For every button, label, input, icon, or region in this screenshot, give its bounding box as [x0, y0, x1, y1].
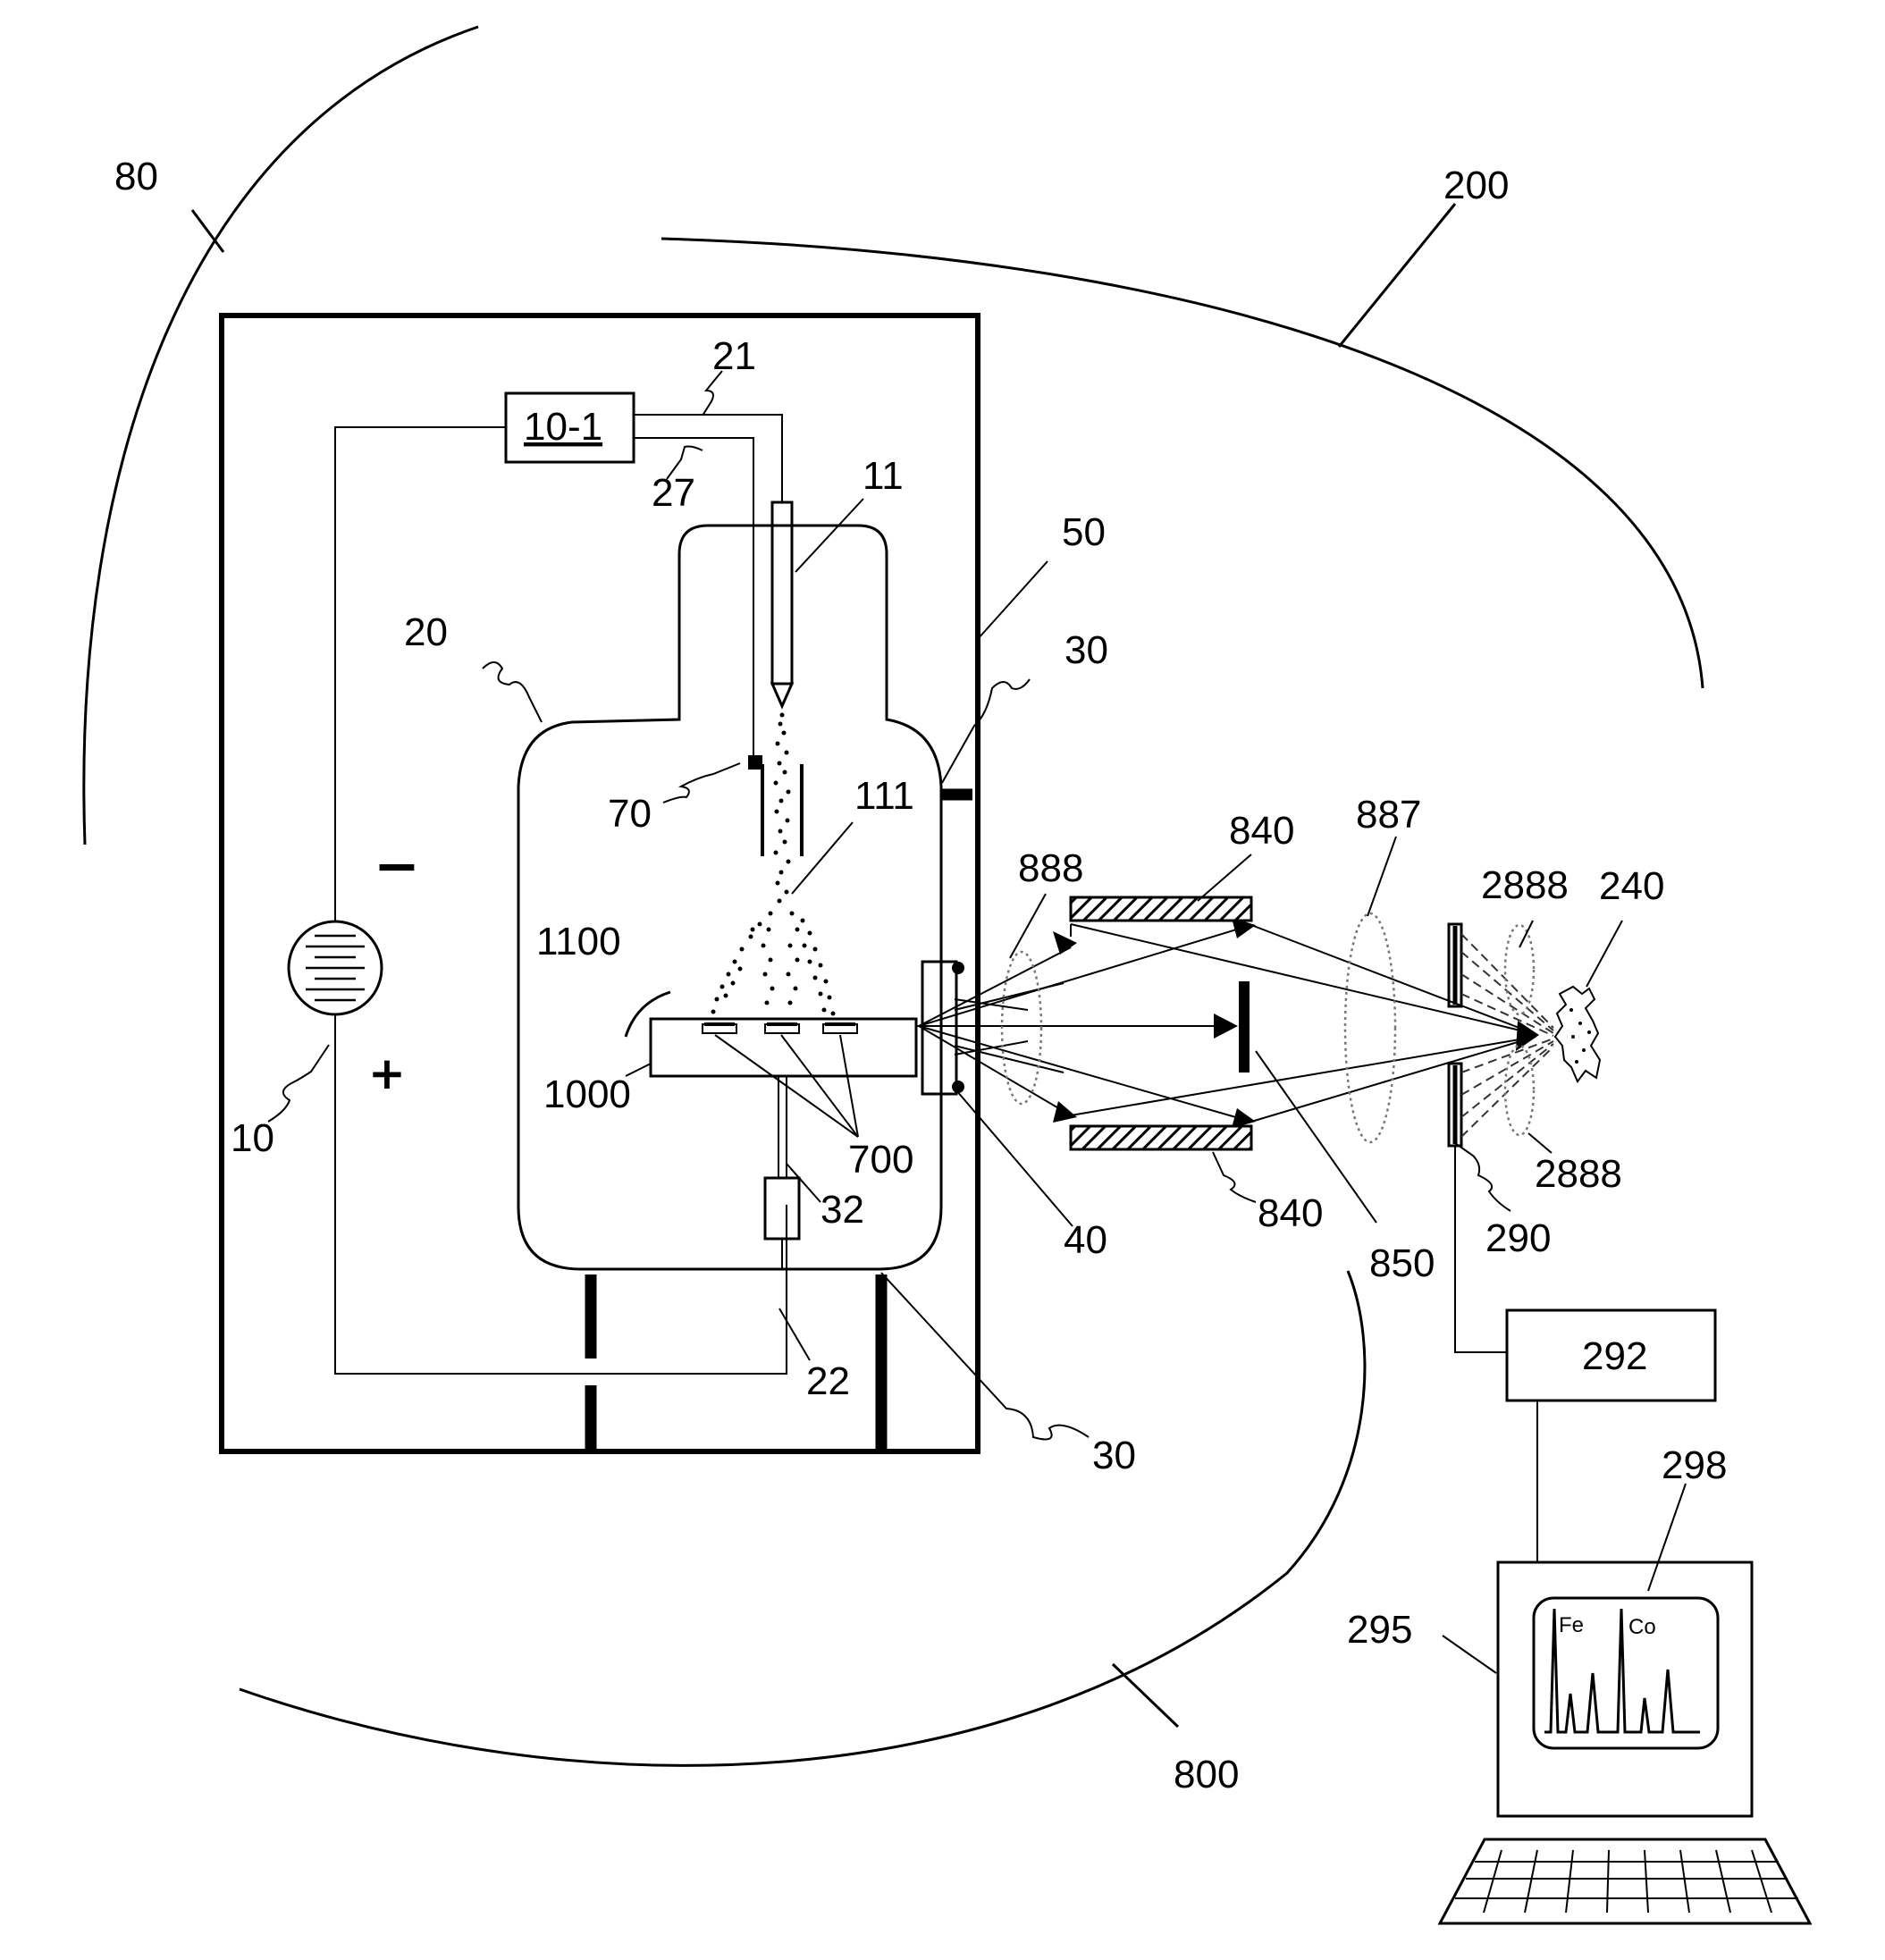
leader-30-bot [881, 1273, 1089, 1439]
peak-co-label: Co [1628, 1615, 1656, 1639]
processor-label: 292 [1582, 1334, 1647, 1378]
label-850: 850 [1369, 1241, 1435, 1285]
arc-1100 [626, 992, 670, 1037]
plus-sign: + [368, 1047, 406, 1099]
leader-30-top [942, 679, 1030, 783]
label-27: 27 [652, 471, 695, 515]
leader-40 [956, 1090, 1073, 1226]
samples-700 [703, 1024, 857, 1033]
mirror-840-bottom [1071, 1126, 1251, 1149]
label-298: 298 [1662, 1443, 1727, 1487]
keyboard [1440, 1839, 1810, 1923]
leader-2888-bot [1528, 1133, 1552, 1153]
label-887: 887 [1356, 793, 1421, 837]
label-30-top: 30 [1065, 628, 1108, 672]
label-200: 200 [1443, 164, 1509, 207]
label-840-top: 840 [1229, 809, 1294, 853]
leader-888 [1010, 894, 1046, 958]
label-20: 20 [404, 610, 448, 654]
window-seal-top [952, 962, 964, 974]
leader-10 [268, 1045, 329, 1122]
leader-800 [1113, 1664, 1178, 1727]
label-1000: 1000 [543, 1073, 631, 1116]
electrode-70-block [748, 755, 762, 770]
label-2888-bot: 2888 [1535, 1152, 1622, 1196]
leader-295 [1443, 1636, 1496, 1673]
label-70: 70 [608, 792, 652, 836]
peak-fe-label: Fe [1559, 1613, 1584, 1637]
leader-290 [1455, 1143, 1511, 1211]
leader-240 [1586, 921, 1622, 987]
label-21: 21 [712, 334, 756, 378]
label-295: 295 [1347, 1608, 1412, 1652]
label-1100: 1100 [536, 920, 621, 963]
lens-2888-bottom [1505, 1046, 1534, 1135]
boundary-curve-800 [240, 1271, 1365, 1765]
leader-70 [663, 763, 740, 803]
boundary-curve-80 [84, 27, 478, 845]
label-10: 10 [231, 1116, 274, 1160]
keyboard-keys [1455, 1850, 1798, 1913]
label-111: 111 [854, 774, 914, 818]
leader-22 [779, 1308, 810, 1360]
leader-200 [1339, 204, 1455, 347]
support-block [765, 1178, 799, 1239]
lens-888 [1002, 952, 1041, 1104]
label-22: 22 [806, 1359, 850, 1403]
leader-298 [1648, 1484, 1686, 1591]
label-290: 290 [1485, 1216, 1551, 1260]
label-240: 240 [1599, 864, 1664, 908]
label-40: 40 [1064, 1218, 1107, 1262]
ray-arrowheads [1053, 918, 1539, 1128]
label-32: 32 [820, 1188, 864, 1232]
lens-887 [1345, 913, 1395, 1142]
label-800: 800 [1174, 1753, 1239, 1796]
label-840-bot: 840 [1258, 1191, 1323, 1235]
capillary-tip [772, 684, 792, 706]
leader-840-bot [1213, 1152, 1256, 1202]
minus-sign: − [374, 833, 420, 898]
wire-supply-to-controller [335, 427, 506, 921]
label-50: 50 [1062, 510, 1106, 554]
label-80: 80 [114, 155, 158, 198]
leader-80 [192, 210, 223, 252]
leader-20 [483, 662, 542, 722]
controller-label: 10-1 [524, 405, 602, 449]
detector-dashes-2888 [1461, 934, 1553, 1137]
specimen-240 [1555, 987, 1600, 1081]
leader-887 [1367, 837, 1396, 916]
label-11: 11 [863, 454, 904, 498]
label-2888-top: 2888 [1481, 863, 1569, 907]
leader-11 [795, 499, 863, 572]
label-888: 888 [1018, 846, 1083, 890]
capillary-11 [772, 502, 792, 684]
boundary-curve-200 [661, 239, 1703, 688]
leader-840-top [1198, 854, 1251, 901]
leader-50 [978, 561, 1048, 639]
mirror-840-top [1071, 897, 1251, 921]
leader-32 [787, 1164, 820, 1202]
power-supply-lines [306, 936, 365, 1000]
label-30-bot: 30 [1092, 1434, 1136, 1477]
label-700: 700 [848, 1138, 913, 1182]
